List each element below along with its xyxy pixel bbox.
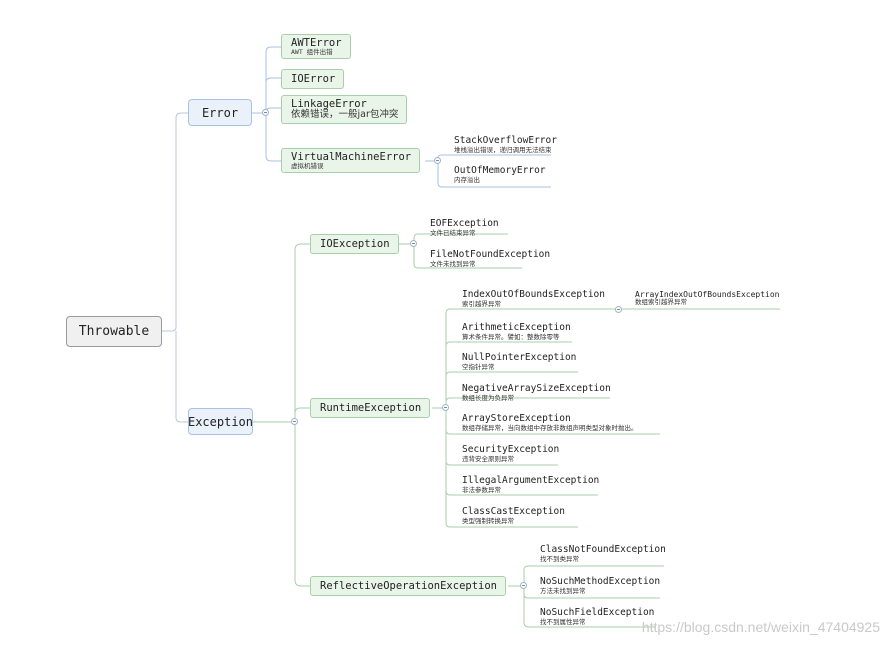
node-title: OutOfMemoryError bbox=[454, 165, 546, 176]
illegalargumentexception-node[interactable]: IllegalArgumentException 非法参数异常 bbox=[462, 475, 600, 497]
stackoverflowerror-node[interactable]: StackOverflowError 堆栈溢出错误，递归调用无法结束 bbox=[454, 135, 557, 157]
node-title: FileNotFoundException bbox=[430, 249, 551, 260]
error-node[interactable]: Error bbox=[188, 99, 252, 126]
node-title: RuntimeException bbox=[320, 402, 422, 414]
node-desc: 文件已结束异常 bbox=[430, 228, 476, 237]
eofexception-node[interactable]: EOFException 文件已结束异常 bbox=[430, 218, 499, 240]
ioexception-node[interactable]: IOException bbox=[310, 234, 399, 255]
node-title: ArithmeticException bbox=[462, 322, 571, 333]
reflectiveoperationexception-node[interactable]: ReflectiveOperationException bbox=[310, 576, 507, 597]
root-node[interactable]: Throwable bbox=[66, 316, 162, 347]
node-desc: 找不到属性异常 bbox=[540, 617, 586, 626]
ioerror-node[interactable]: IOError bbox=[281, 69, 345, 90]
classnotfoundexception-node[interactable]: ClassNotFoundException 找不到类异常 bbox=[540, 544, 666, 566]
node-desc: 算术条件异常。譬如：整数除零等 bbox=[462, 332, 560, 341]
collapse-ioexception-toggle[interactable] bbox=[410, 240, 417, 247]
negativearraysizeexception-node[interactable]: NegativeArraySizeException 数组长度为负异常 bbox=[462, 383, 611, 405]
node-title: ClassCastException bbox=[462, 506, 565, 517]
indexoutofboundsexception-node[interactable]: IndexOutOfBoundsException 索引越界异常 bbox=[462, 289, 605, 311]
node-desc: 非法参数异常 bbox=[462, 485, 501, 494]
node-title: ArrayIndexOutOfBoundsException bbox=[635, 290, 780, 299]
linkageerror-node[interactable]: LinkageError 依赖错误，一般jar包冲突 bbox=[281, 95, 408, 124]
exception-node[interactable]: Exception bbox=[188, 408, 253, 435]
node-title: LinkageError bbox=[291, 98, 367, 110]
node-desc: 内存溢出 bbox=[454, 175, 480, 184]
node-desc: 数组存储异常，当向数组中存放非数组声明类型对象时抛出。 bbox=[462, 423, 638, 432]
nosuchfieldexception-node[interactable]: NoSuchFieldException 找不到属性异常 bbox=[540, 607, 655, 629]
awterror-node[interactable]: AWTError AWT 组件出错 bbox=[281, 34, 351, 60]
runtimeexception-node[interactable]: RuntimeException bbox=[310, 398, 431, 419]
node-desc: AWT 组件出错 bbox=[291, 48, 333, 57]
node-desc: 文件未找到异常 bbox=[430, 259, 476, 268]
node-title: StackOverflowError bbox=[454, 135, 557, 146]
nosuchmethodexception-node[interactable]: NoSuchMethodException 方法未找到异常 bbox=[540, 576, 661, 598]
arithmeticexception-node[interactable]: ArithmeticException 算术条件异常。譬如：整数除零等 bbox=[462, 322, 571, 344]
node-title: NoSuchMethodException bbox=[540, 576, 661, 587]
node-desc: 空指针异常 bbox=[462, 362, 495, 371]
node-title: NegativeArraySizeException bbox=[462, 383, 611, 394]
node-desc: 数组长度为负异常 bbox=[462, 393, 514, 402]
node-title: ArrayStoreException bbox=[462, 413, 571, 424]
node-title: IndexOutOfBoundsException bbox=[462, 289, 605, 300]
collapse-runtime-toggle[interactable] bbox=[442, 404, 449, 411]
node-desc: 堆栈溢出错误，递归调用无法结束 bbox=[454, 145, 552, 154]
node-title: VirtualMachineError bbox=[291, 151, 412, 163]
node-title: SecurityException bbox=[462, 444, 560, 455]
virtualmachineerror-node[interactable]: VirtualMachineError 虚拟机错误 bbox=[281, 148, 421, 174]
node-title: AWTError bbox=[291, 37, 342, 49]
node-desc: 找不到类异常 bbox=[540, 554, 579, 563]
node-desc: 方法未找到异常 bbox=[540, 586, 586, 595]
node-desc: 依赖错误，一般jar包冲突 bbox=[291, 109, 399, 121]
node-title: NullPointerException bbox=[462, 352, 577, 363]
node-desc: 数组索引越界异常 bbox=[635, 298, 687, 307]
node-title: IOError bbox=[291, 73, 336, 85]
filenotfoundexception-node[interactable]: FileNotFoundException 文件未找到异常 bbox=[430, 249, 551, 271]
watermark-text: https://blog.csdn.net/weixin_47404925 bbox=[641, 619, 880, 635]
node-desc: 虚拟机错误 bbox=[291, 162, 324, 171]
node-title: NoSuchFieldException bbox=[540, 607, 655, 618]
nullpointerexception-node[interactable]: NullPointerException 空指针异常 bbox=[462, 352, 577, 374]
node-title: ReflectiveOperationException bbox=[320, 580, 498, 592]
collapse-index-toggle[interactable] bbox=[615, 306, 622, 313]
node-desc: 索引越界异常 bbox=[462, 299, 501, 308]
node-desc: 违背安全原则异常 bbox=[462, 454, 514, 463]
node-title: IllegalArgumentException bbox=[462, 475, 600, 486]
outofmemoryerror-node[interactable]: OutOfMemoryError 内存溢出 bbox=[454, 165, 546, 187]
securityexception-node[interactable]: SecurityException 违背安全原则异常 bbox=[462, 444, 560, 466]
collapse-error-toggle[interactable] bbox=[262, 109, 269, 116]
classcastexception-node[interactable]: ClassCastException 类型强制转换异常 bbox=[462, 506, 565, 528]
arrayindexoutofboundsexception-node[interactable]: ArrayIndexOutOfBoundsException 数组索引越界异常 bbox=[635, 290, 780, 309]
arraystoreexception-node[interactable]: ArrayStoreException 数组存储异常，当向数组中存放非数组声明类… bbox=[462, 413, 638, 435]
collapse-vm-toggle[interactable] bbox=[434, 157, 441, 164]
node-desc: 类型强制转换异常 bbox=[462, 516, 514, 525]
node-title: IOException bbox=[320, 238, 390, 250]
node-title: EOFException bbox=[430, 218, 499, 229]
node-title: ClassNotFoundException bbox=[540, 544, 666, 555]
collapse-exception-toggle[interactable] bbox=[291, 418, 298, 425]
collapse-reflective-toggle[interactable] bbox=[520, 582, 527, 589]
